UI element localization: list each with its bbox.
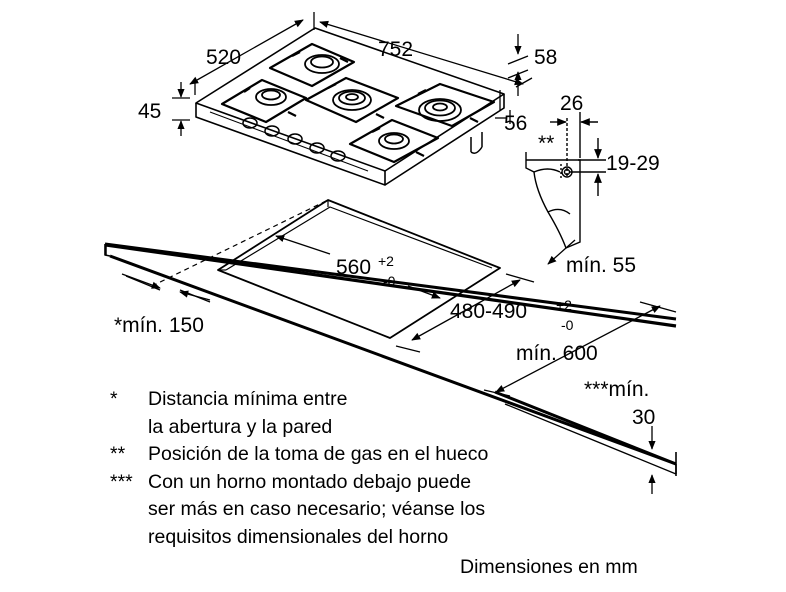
footnote: ** Posición de la toma de gas en el huec… — [110, 441, 590, 469]
dim-min-600: mín. 600 — [516, 342, 598, 365]
dim-26: 26 — [560, 92, 583, 115]
cutout — [151, 199, 501, 339]
hob-front-edge — [195, 103, 386, 186]
inlet-bracket-profile — [525, 152, 581, 249]
gas-inlet-marker: ** — [538, 132, 554, 155]
cutout-outer — [217, 199, 501, 339]
footnote: * Distancia mínima entre la abertura y l… — [110, 386, 590, 441]
hob-dimension-lines — [172, 12, 533, 136]
dim-min-30-value: 30 — [632, 406, 655, 429]
footnotes: * Distancia mínima entre la abertura y l… — [110, 386, 590, 551]
footnote: *** Con un horno montado debajo puede se… — [110, 469, 590, 552]
footnote-symbol: * — [110, 388, 118, 410]
hob-side-edge — [384, 94, 505, 186]
dim-56: 56 — [504, 112, 527, 135]
dim-min-150: *mín. 150 — [114, 314, 204, 337]
gas-inlet-pipe — [470, 132, 483, 154]
dim-752: 752 — [378, 38, 413, 61]
dim-520: 520 — [206, 46, 241, 69]
dim-480-490-tol-minus: -0 — [561, 317, 574, 333]
worktop-front-edge — [109, 254, 677, 466]
cutout-inner-left — [225, 206, 493, 271]
dim-min-30-label: ***mín. — [584, 378, 649, 401]
control-knobs — [242, 117, 346, 162]
dim-480-490: 480-490 — [450, 300, 527, 323]
dim-58: 58 — [534, 46, 557, 69]
hob — [195, 27, 505, 186]
footnote-symbol: *** — [110, 470, 133, 493]
dim-560: 560 — [336, 256, 371, 279]
footnote-text: Con un horno montado debajo puede ser má… — [148, 470, 486, 548]
dim-560-tol-minus: -0 — [383, 273, 396, 289]
units-caption: Dimensiones en mm — [460, 556, 638, 578]
worktop-right-corner — [494, 390, 677, 475]
dim-min-55: mín. 55 — [566, 254, 636, 277]
footnote-symbol: ** — [110, 443, 126, 465]
dim-45: 45 — [138, 100, 161, 123]
footnote-text: Distancia mínima entre la abertura y la … — [148, 388, 348, 438]
footnote-text: Posición de la toma de gas en el hueco — [148, 443, 489, 465]
dim-19-29: 19-29 — [606, 152, 660, 175]
dim-480-490-tol-plus: +2 — [556, 297, 572, 313]
dim-560-tol-plus: +2 — [378, 253, 394, 269]
dimension-labels: 752 520 45 58 56 26 ** 19-29 mín. 55 *mí… — [114, 38, 660, 429]
